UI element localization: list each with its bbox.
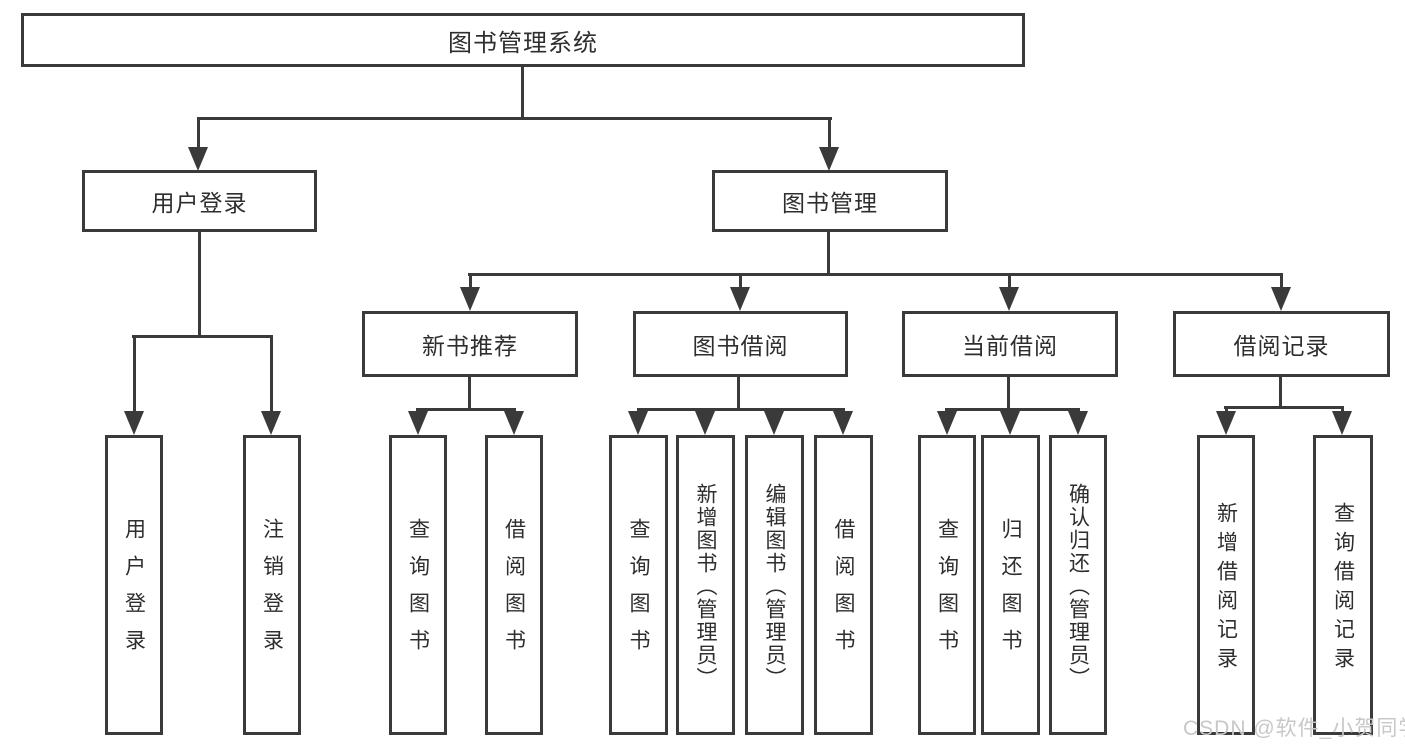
leaf-query-books-3: 查询图书 — [918, 435, 976, 735]
arrowhead-to-leaf-confirm-return — [1068, 411, 1088, 435]
node-root: 图书管理系统 — [21, 13, 1025, 67]
edge-user-login-stem — [198, 232, 201, 335]
leaf-borrow-books-1-label: 借阅图书 — [502, 518, 526, 666]
arrowhead-to-leaf-return-books — [1000, 411, 1020, 435]
leaf-query-borrow-record: 查询借阅记录 — [1313, 435, 1373, 735]
edge-to-book-management-stem — [828, 117, 831, 149]
edge-new-book-recommend-stem — [468, 377, 471, 408]
node-book-management: 图书管理 — [712, 170, 948, 232]
arrowhead-to-leaf-query-books-1 — [408, 411, 428, 435]
leaf-user-login-label: 用户登录 — [122, 518, 146, 666]
leaf-user-login: 用户登录 — [105, 435, 163, 735]
edge-current-borrow-split — [945, 408, 1080, 411]
leaf-add-borrow-record: 新增借阅记录 — [1197, 435, 1255, 735]
node-current-borrow-label: 当前借阅 — [962, 333, 1058, 359]
arrowhead-to-leaf-query-books-3 — [937, 411, 957, 435]
edge-to-user-login-stem — [197, 117, 200, 149]
leaf-add-books-admin-label: 新增图书（管理员） — [694, 482, 717, 690]
arrowhead-to-book-management — [819, 147, 839, 171]
arrowhead-to-book-borrow — [730, 287, 750, 311]
node-user-login-label: 用户登录 — [151, 190, 248, 216]
node-book-borrow: 图书借阅 — [633, 311, 848, 377]
arrowhead-to-leaf-add-borrow-record — [1216, 411, 1236, 435]
leaf-edit-books-admin-label: 编辑图书（管理员） — [763, 482, 786, 690]
arrowhead-to-leaf-user-login — [124, 411, 144, 435]
edge-root-stem — [521, 67, 524, 117]
edge-to-new-book-recommend-stem — [469, 273, 472, 290]
edge-root-split — [197, 117, 832, 120]
arrowhead-to-borrow-records — [1271, 287, 1291, 311]
edge-to-leaf-logout-stem — [270, 335, 273, 413]
leaf-edit-books-admin: 编辑图书（管理员） — [745, 435, 804, 735]
leaf-query-books-1: 查询图书 — [389, 435, 447, 735]
edge-to-current-borrow-stem — [1008, 273, 1011, 290]
edge-borrow-records-stem — [1279, 377, 1282, 406]
arrowhead-to-leaf-query-borrow-record — [1332, 411, 1352, 435]
node-new-book-recommend: 新书推荐 — [362, 311, 578, 377]
edge-to-leaf-user-login-stem — [133, 335, 136, 413]
arrowhead-to-leaf-borrow-books-2 — [833, 411, 853, 435]
node-current-borrow: 当前借阅 — [902, 311, 1118, 377]
arrowhead-to-current-borrow — [999, 287, 1019, 311]
leaf-borrow-books-2-label: 借阅图书 — [832, 518, 855, 666]
edge-to-book-borrow-stem — [739, 273, 742, 290]
leaf-borrow-books-1: 借阅图书 — [485, 435, 543, 735]
node-borrow-records-label: 借阅记录 — [1233, 333, 1330, 359]
leaf-query-books-3-label: 查询图书 — [935, 518, 959, 666]
arrowhead-to-leaf-query-books-2 — [628, 411, 648, 435]
arrowhead-to-leaf-logout — [261, 411, 281, 435]
edge-borrow-records-split — [1224, 406, 1344, 409]
arrowhead-to-leaf-borrow-books-1 — [504, 411, 524, 435]
node-book-borrow-label: 图书借阅 — [692, 333, 789, 359]
leaf-add-borrow-record-label: 新增借阅记录 — [1214, 501, 1238, 676]
edge-book-borrow-split — [637, 408, 845, 411]
node-new-book-recommend-label: 新书推荐 — [422, 333, 518, 359]
leaf-logout-label: 注销登录 — [260, 518, 284, 666]
leaf-confirm-return-admin: 确认归还（管理员） — [1049, 435, 1107, 735]
edge-book-management-stem — [827, 232, 830, 273]
leaf-borrow-books-2: 借阅图书 — [814, 435, 873, 735]
leaf-query-books-2-label: 查询图书 — [627, 518, 650, 666]
edge-book-borrow-stem — [737, 377, 740, 408]
watermark: CSDN @软件_小贺同学 — [1183, 717, 1405, 740]
edge-to-borrow-records-stem — [1280, 273, 1283, 290]
arrowhead-to-user-login — [188, 147, 208, 171]
leaf-query-books-1-label: 查询图书 — [406, 518, 430, 666]
leaf-logout: 注销登录 — [243, 435, 301, 735]
edge-new-book-recommend-split — [416, 408, 516, 411]
node-book-management-label: 图书管理 — [782, 190, 878, 216]
node-borrow-records: 借阅记录 — [1173, 311, 1390, 377]
leaf-return-books-label: 归还图书 — [999, 518, 1022, 666]
node-root-label: 图书管理系统 — [448, 29, 598, 57]
leaf-return-books: 归还图书 — [981, 435, 1040, 735]
edge-user-login-split — [132, 335, 273, 338]
edge-book-management-split — [468, 273, 1282, 276]
leaf-confirm-return-admin-label: 确认归还（管理员） — [1066, 482, 1090, 690]
arrowhead-to-leaf-add-books — [695, 411, 715, 435]
node-user-login: 用户登录 — [82, 170, 317, 232]
leaf-add-books-admin: 新增图书（管理员） — [676, 435, 735, 735]
edge-current-borrow-stem — [1007, 377, 1010, 408]
leaf-query-borrow-record-label: 查询借阅记录 — [1331, 501, 1355, 676]
arrowhead-to-leaf-edit-books — [764, 411, 784, 435]
leaf-query-books-2: 查询图书 — [609, 435, 668, 735]
arrowhead-to-new-book-recommend — [460, 287, 480, 311]
